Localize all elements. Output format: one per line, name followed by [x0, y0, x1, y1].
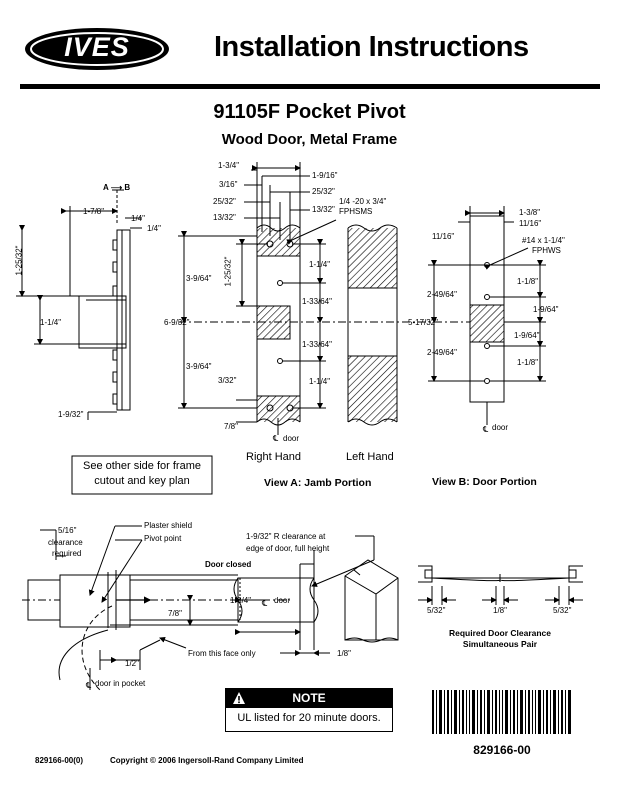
screw-spec-b: #14 x 1-1/4"	[522, 236, 565, 245]
cl-door-label-a: door	[283, 434, 300, 443]
ives-logo-ellipse	[25, 28, 169, 70]
door-closed-label: Door closed	[205, 560, 252, 569]
clearance-label-2: clearance	[48, 538, 83, 547]
dim-label: 11/16"	[519, 219, 542, 228]
note-text: UL listed for 20 minute doors.	[237, 712, 381, 724]
pair-label: Required Door Clearance	[448, 628, 552, 638]
dim-label: 1-1/8"	[517, 277, 539, 286]
dim-label: 1-25/32"	[223, 256, 233, 287]
dim-label: 1-1/4"	[309, 260, 331, 269]
frame-note-box	[71, 455, 213, 495]
dim-label: 1-1/4"	[40, 318, 62, 327]
left-hand-label: Left Hand	[346, 451, 394, 463]
pivot-point-label: Pivot point	[144, 534, 182, 543]
jamb-side-view	[16, 189, 142, 420]
dim-label: 3/16"	[219, 180, 238, 189]
barcode	[432, 690, 571, 734]
section-a-label: A ⟶ B	[103, 183, 131, 192]
warning-icon	[233, 692, 245, 704]
cl-door-label-b: door	[492, 423, 509, 432]
dim-label: 5/32"	[427, 606, 446, 615]
dim-label: 1-33/64"	[302, 340, 332, 349]
dim-label: 1-9/16"	[312, 171, 338, 180]
dim-label: 5-17/32"	[408, 318, 438, 327]
dim-label: 2-49/64"	[427, 348, 457, 357]
svg-text:℄: ℄	[272, 434, 279, 443]
dim-label: 11/16"	[432, 232, 455, 241]
clearance-label: 5/16"	[58, 526, 77, 535]
dim-label: 25/32"	[213, 197, 236, 206]
svg-text:℄: ℄	[261, 599, 268, 608]
dim-label: 7/8"	[168, 609, 182, 618]
dim-label: 1-3/4"	[218, 161, 240, 170]
dim-label: 1-7/8"	[83, 207, 105, 216]
frame-note: See other side for frame cutout and key …	[82, 460, 201, 487]
dim-label: 7/8"	[224, 422, 238, 431]
dim-label: 1-1/8"	[517, 358, 539, 367]
from-face-label: From this face only	[188, 649, 256, 658]
dim-label: 1-3/4"	[230, 596, 252, 605]
door-portion	[428, 206, 546, 425]
pair-label-2: Simultaneous Pair	[462, 639, 538, 649]
dim-label: 5/32"	[553, 606, 572, 615]
svg-text:℄: ℄	[482, 425, 489, 434]
dim-label: 1/4"	[131, 214, 145, 223]
dim-label: 1/2"	[125, 659, 139, 668]
dim-label: 13/32"	[213, 213, 236, 222]
dim-label: 3/32"	[218, 376, 237, 385]
dim-label: 6-9/32"	[164, 318, 190, 327]
cl-door-plan: door	[274, 596, 291, 605]
screw-spec-a: 1/4 -20 x 3/4"	[339, 197, 387, 206]
right-hand-jamb	[178, 162, 337, 435]
part-number: 829166-00(0)	[35, 756, 84, 765]
product-name: 91105F Pocket Pivot	[213, 101, 406, 123]
dim-label: 2-49/64"	[427, 290, 457, 299]
centerline-symbols: ℄ ℄ ℄ ℄	[85, 425, 489, 690]
clearance-label-3: required	[52, 549, 82, 558]
dim-label: 25/32"	[312, 187, 335, 196]
barcode-number: 829166-00	[473, 743, 531, 757]
product-subtitle: Wood Door, Metal Frame	[221, 131, 398, 148]
page-title: Installation Instructions	[214, 31, 529, 63]
r-clearance-label: 1-9/32" R clearance at	[246, 532, 326, 541]
svg-text:℄: ℄	[85, 681, 92, 690]
dim-label: 1-9/64"	[514, 331, 540, 340]
pair-clearance-diagram	[418, 565, 583, 605]
ives-logo-text: IVES	[64, 32, 130, 62]
screw-type-b: FPHWS	[532, 246, 561, 255]
note-heading: NOTE	[292, 691, 326, 705]
plaster-shield-label: Plaster shield	[144, 521, 193, 530]
note-box: NOTE UL listed for 20 minute doors.	[225, 688, 393, 732]
view-b-caption: View B: Door Portion	[432, 476, 537, 488]
dim-label: 1-1/4"	[309, 377, 331, 386]
screw-type-a: FPHSMS	[339, 207, 373, 216]
dim-label: 1/8"	[337, 649, 351, 658]
dim-label: 1/8"	[493, 606, 507, 615]
dim-label: 13/32"	[312, 205, 335, 214]
left-hand-jamb	[347, 224, 398, 426]
dim-label: 1-9/64"	[533, 305, 559, 314]
right-hand-label: Right Hand	[246, 451, 302, 463]
dim-label: 1-9/32"	[58, 410, 84, 419]
pocket-plan-view	[22, 525, 375, 691]
header-graphics	[20, 28, 600, 89]
dim-label: 3-9/64"	[186, 362, 212, 371]
dim-label: 3-9/64"	[186, 274, 212, 283]
dim-label: 1-3/8"	[519, 208, 541, 217]
cl-pocket-label: door in pocket	[95, 679, 146, 688]
view-a-caption: View A: Jamb Portion	[264, 477, 372, 489]
dim-label: 1-33/64"	[302, 297, 332, 306]
dim-label: 1-25/32"	[14, 245, 24, 276]
door-edge-3d	[344, 559, 399, 643]
note-header: NOTE	[226, 689, 392, 708]
copyright: Copyright © 2006 Ingersoll-Rand Company …	[110, 756, 304, 765]
header-rule	[20, 84, 600, 89]
r-clearance-label-2: edge of door, full height	[246, 544, 330, 553]
dim-label: 1/4"	[147, 224, 161, 233]
